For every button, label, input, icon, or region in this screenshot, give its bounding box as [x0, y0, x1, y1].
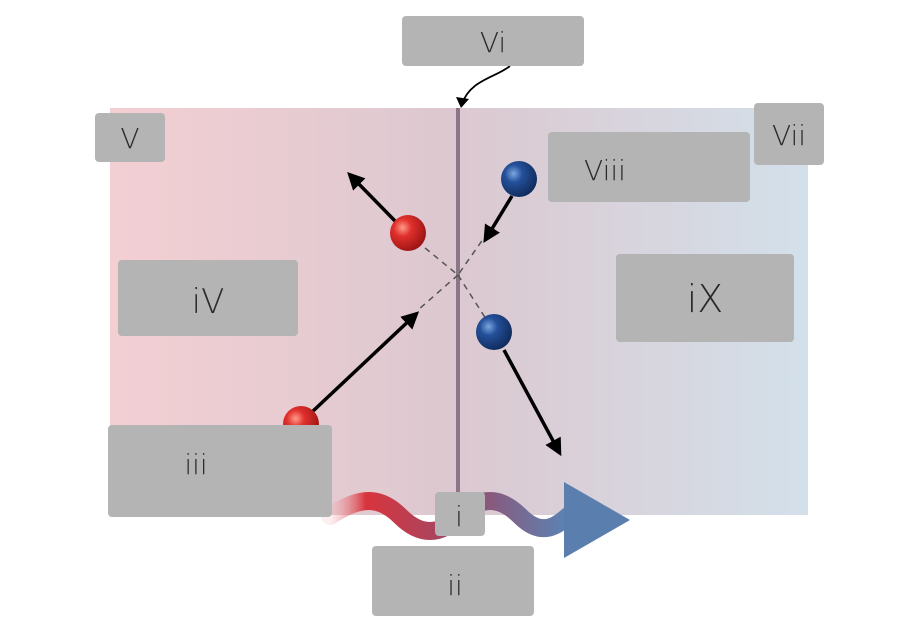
svg-text:Viii: Viii	[584, 154, 626, 187]
label-i: i	[435, 492, 485, 536]
red-outgoing-arrow	[347, 171, 398, 224]
svg-text:iX: iX	[687, 277, 724, 321]
label-vi-pointer-head	[456, 97, 469, 108]
blue-outgoing-arrow	[502, 349, 562, 457]
label-iii: iii	[108, 425, 332, 517]
blue-trajectory-dashed	[457, 231, 489, 276]
label-vi: Vi	[402, 16, 584, 66]
label-iv: iV	[118, 260, 298, 336]
red-trajectory-dashed-lower	[417, 274, 459, 311]
label-v: V	[95, 113, 165, 162]
svg-text:Vii: Vii	[772, 119, 806, 152]
svg-text:iV: iV	[192, 282, 225, 322]
blue-incoming-arrow	[483, 195, 514, 243]
red-particle-after	[390, 215, 426, 251]
svg-text:iii: iii	[184, 448, 207, 481]
label-vii: Vii	[754, 103, 824, 165]
label-viii: Viii	[548, 132, 750, 202]
label-ii: ii	[372, 546, 534, 616]
blue-particle-after	[476, 314, 512, 350]
svg-text:Vi: Vi	[480, 26, 506, 59]
blue-particle-before	[501, 161, 537, 197]
label-vi-pointer	[461, 65, 511, 105]
svg-text:i: i	[455, 500, 463, 533]
svg-text:V: V	[120, 122, 139, 155]
red-incoming-arrow	[310, 311, 420, 414]
heat-flow-arrowhead	[564, 482, 630, 558]
label-ix: iX	[616, 254, 794, 342]
svg-text:ii: ii	[447, 569, 463, 602]
